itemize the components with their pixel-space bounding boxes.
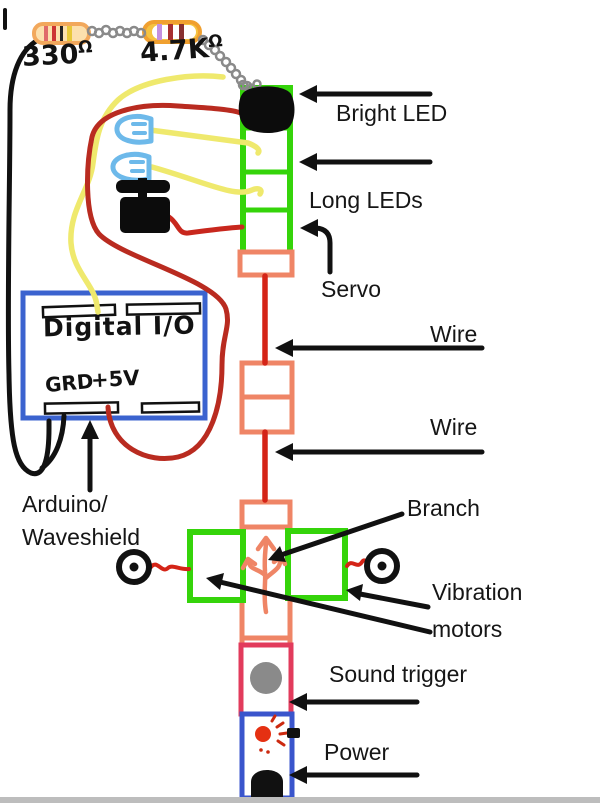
controller-label-line2: Waveshield — [22, 524, 141, 550]
resistor-330-value: 330Ω — [21, 36, 93, 73]
coil-wire-icon — [86, 24, 262, 93]
power-led-rays — [270, 714, 289, 747]
vibration-left-arrow — [217, 579, 433, 635]
board-5v-pin-label: +5V — [90, 365, 141, 393]
led-bulb-filament — [131, 122, 147, 135]
ohm-symbol: Ω — [207, 30, 224, 52]
resistor-4-7k-value: 4.7KΩ — [139, 30, 224, 69]
board-gnd-pin-label: GRD — [44, 368, 95, 398]
vibration-right-arrow — [357, 591, 431, 610]
pin-header — [140, 401, 201, 414]
power-led-dot — [259, 748, 263, 752]
controller-label-line1: Arduino/ — [22, 491, 108, 517]
ground-wire-stub — [39, 413, 67, 471]
wire-segment-box — [239, 360, 295, 435]
vibration-motor-dot — [377, 561, 387, 571]
branch-head-left — [240, 556, 258, 571]
led1-wire-yellow — [147, 127, 262, 156]
wire-bottom-label: Wire — [430, 414, 478, 440]
power-wire-red — [85, 102, 244, 461]
servo-segment-outline — [237, 249, 295, 278]
resistor-band — [157, 24, 162, 40]
board-digital-io-label: Digital I/O — [42, 310, 196, 343]
bright-led-blob — [238, 86, 295, 134]
servo-segment-box — [237, 249, 295, 278]
resistor-band — [44, 26, 48, 41]
resistor-band — [67, 26, 72, 41]
signal-wire-yellow — [68, 73, 226, 315]
resistor-band — [179, 24, 184, 40]
branch-head-up — [255, 535, 277, 552]
power-led-icon — [255, 726, 271, 742]
arduino-board-box — [20, 290, 208, 421]
led-bulb-filament — [129, 160, 145, 173]
branch-label: Branch — [407, 495, 480, 521]
pin-header — [43, 401, 120, 415]
servo-wire-red — [166, 214, 245, 236]
right-motor-wire-red — [345, 558, 369, 568]
servo-label: Servo — [321, 276, 382, 302]
annotation-arrows — [81, 85, 485, 784]
power-internals — [251, 714, 300, 797]
vibration-label-line1: Vibration — [432, 579, 523, 605]
led-bulb-icon — [114, 113, 154, 145]
vibration-label-line2: motors — [432, 616, 503, 642]
resistor-band — [168, 24, 173, 40]
resistor-body-highlight — [152, 25, 196, 39]
photo-bottom-edge — [0, 797, 600, 803]
branch-stem — [262, 539, 269, 615]
power-label: Power — [324, 739, 390, 765]
sound-trigger-label: Sound trigger — [329, 661, 468, 687]
wire-top-label: Wire — [430, 321, 478, 347]
left-motor-box — [187, 529, 246, 603]
servo-icon — [116, 178, 170, 233]
vibration-motor-dot — [129, 562, 139, 572]
resistor-330-number: 330 — [21, 38, 80, 73]
ground-wire-black — [5, 37, 52, 477]
resistor-band — [60, 26, 63, 41]
pin-header — [125, 302, 202, 316]
resistor-band — [52, 26, 56, 41]
microphone-icon — [250, 662, 282, 694]
left-motor-wire-red — [149, 562, 191, 572]
servo-arm — [116, 180, 170, 193]
power-led-dot — [266, 750, 270, 754]
led-bulb-icon — [110, 151, 152, 183]
ohm-symbol: Ω — [77, 36, 93, 57]
branch-left — [246, 559, 268, 578]
vibration-motor-icons — [116, 548, 400, 585]
long-leds-label: Long LEDs — [309, 187, 423, 213]
branch-arrow — [278, 511, 405, 558]
led-bulb-icons — [110, 113, 154, 183]
bright-led-label: Bright LED — [336, 100, 448, 126]
power-plug-icon — [251, 770, 283, 797]
servo-body — [120, 197, 170, 233]
resistor-4-7k-icon — [142, 20, 202, 44]
led2-wire-yellow — [149, 164, 264, 197]
wires — [3, 8, 369, 572]
bright-led-scribble-icon — [238, 86, 295, 134]
resistor-4-7k-number: 4.7K — [139, 33, 210, 69]
servo-arrow — [313, 225, 333, 275]
power-switch-icon — [287, 728, 300, 738]
